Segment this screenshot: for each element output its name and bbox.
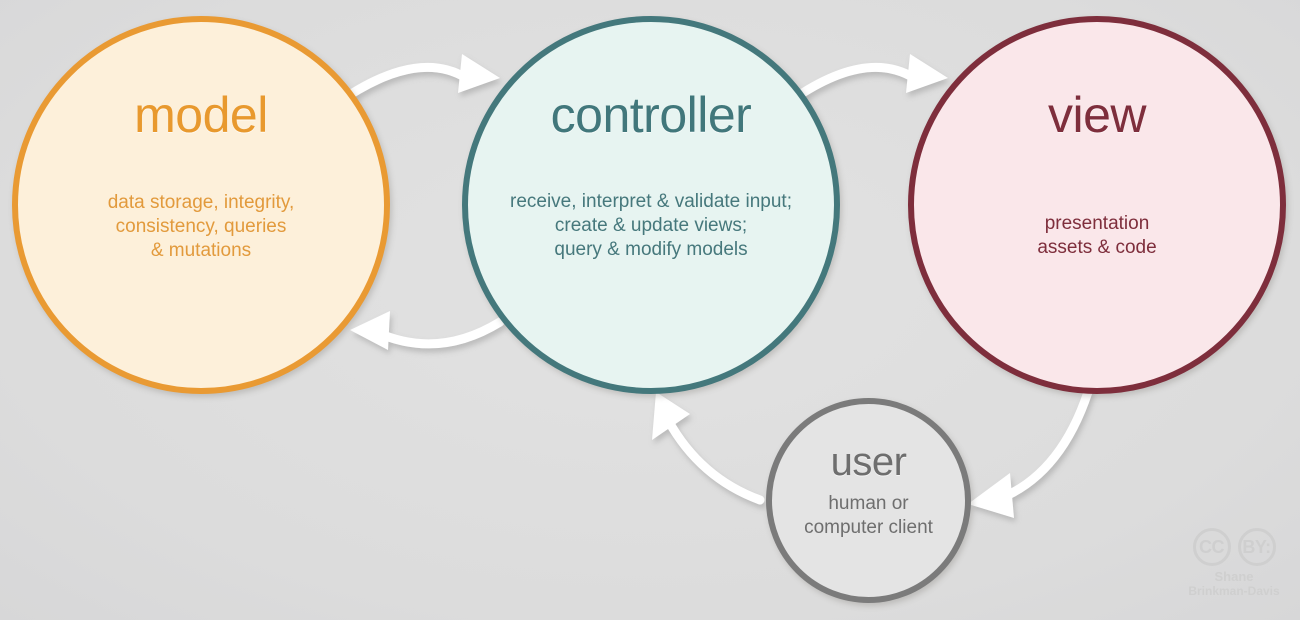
node-model-description: data storage, integrity, consistency, qu… <box>108 191 295 263</box>
attribution-by-icon: BY: <box>1237 528 1276 566</box>
node-model-desc-line-1: data storage, integrity, <box>107 192 295 213</box>
arrow-model-to-controller <box>343 54 500 101</box>
node-view[interactable]: view presentation assets & code <box>908 16 1286 394</box>
license-badge: CC BY: Shane Brinkman-Davis <box>1178 528 1290 599</box>
node-view-description: presentation assets & code <box>1037 212 1156 260</box>
node-view-desc-line-2: assets & code <box>1037 237 1157 259</box>
node-model-title: model <box>134 87 268 143</box>
node-controller-title: controller <box>550 87 752 143</box>
author-first-name: Shane <box>1214 569 1254 584</box>
node-controller[interactable]: controller receive, interpret & validate… <box>462 16 840 394</box>
arrow-controller-to-view <box>793 54 948 101</box>
creative-commons-icon: CC <box>1192 528 1231 566</box>
node-user-title: user <box>830 440 907 484</box>
node-model[interactable]: model data storage, integrity, consisten… <box>12 16 390 394</box>
node-model-desc-line-2: consistency, queries <box>115 216 287 238</box>
node-user[interactable]: user human or computer client <box>766 398 971 603</box>
node-controller-description: receive, interpret & validate input; cre… <box>510 190 792 262</box>
node-controller-desc-line-3: query & modify models <box>554 239 748 261</box>
node-view-desc-line-1: presentation <box>1044 213 1150 234</box>
arrow-controller-to-model <box>350 311 505 350</box>
arrow-view-to-user <box>968 387 1093 518</box>
node-controller-desc-line-2: create & update views; <box>554 215 748 237</box>
arrow-user-to-controller <box>652 392 765 505</box>
node-model-desc-line-3: & mutations <box>150 240 252 262</box>
cc-marks: CC BY: <box>1192 528 1276 566</box>
node-user-desc-line-2: computer client <box>804 517 933 539</box>
author-attribution: Shane Brinkman-Davis <box>1188 569 1280 599</box>
node-user-description: human or computer client <box>804 492 933 540</box>
node-controller-desc-line-1: receive, interpret & validate input; <box>510 191 792 212</box>
node-user-desc-line-1: human or <box>828 493 909 514</box>
node-view-title: view <box>1047 87 1147 143</box>
author-last-name: Brinkman-Davis <box>1188 583 1280 598</box>
